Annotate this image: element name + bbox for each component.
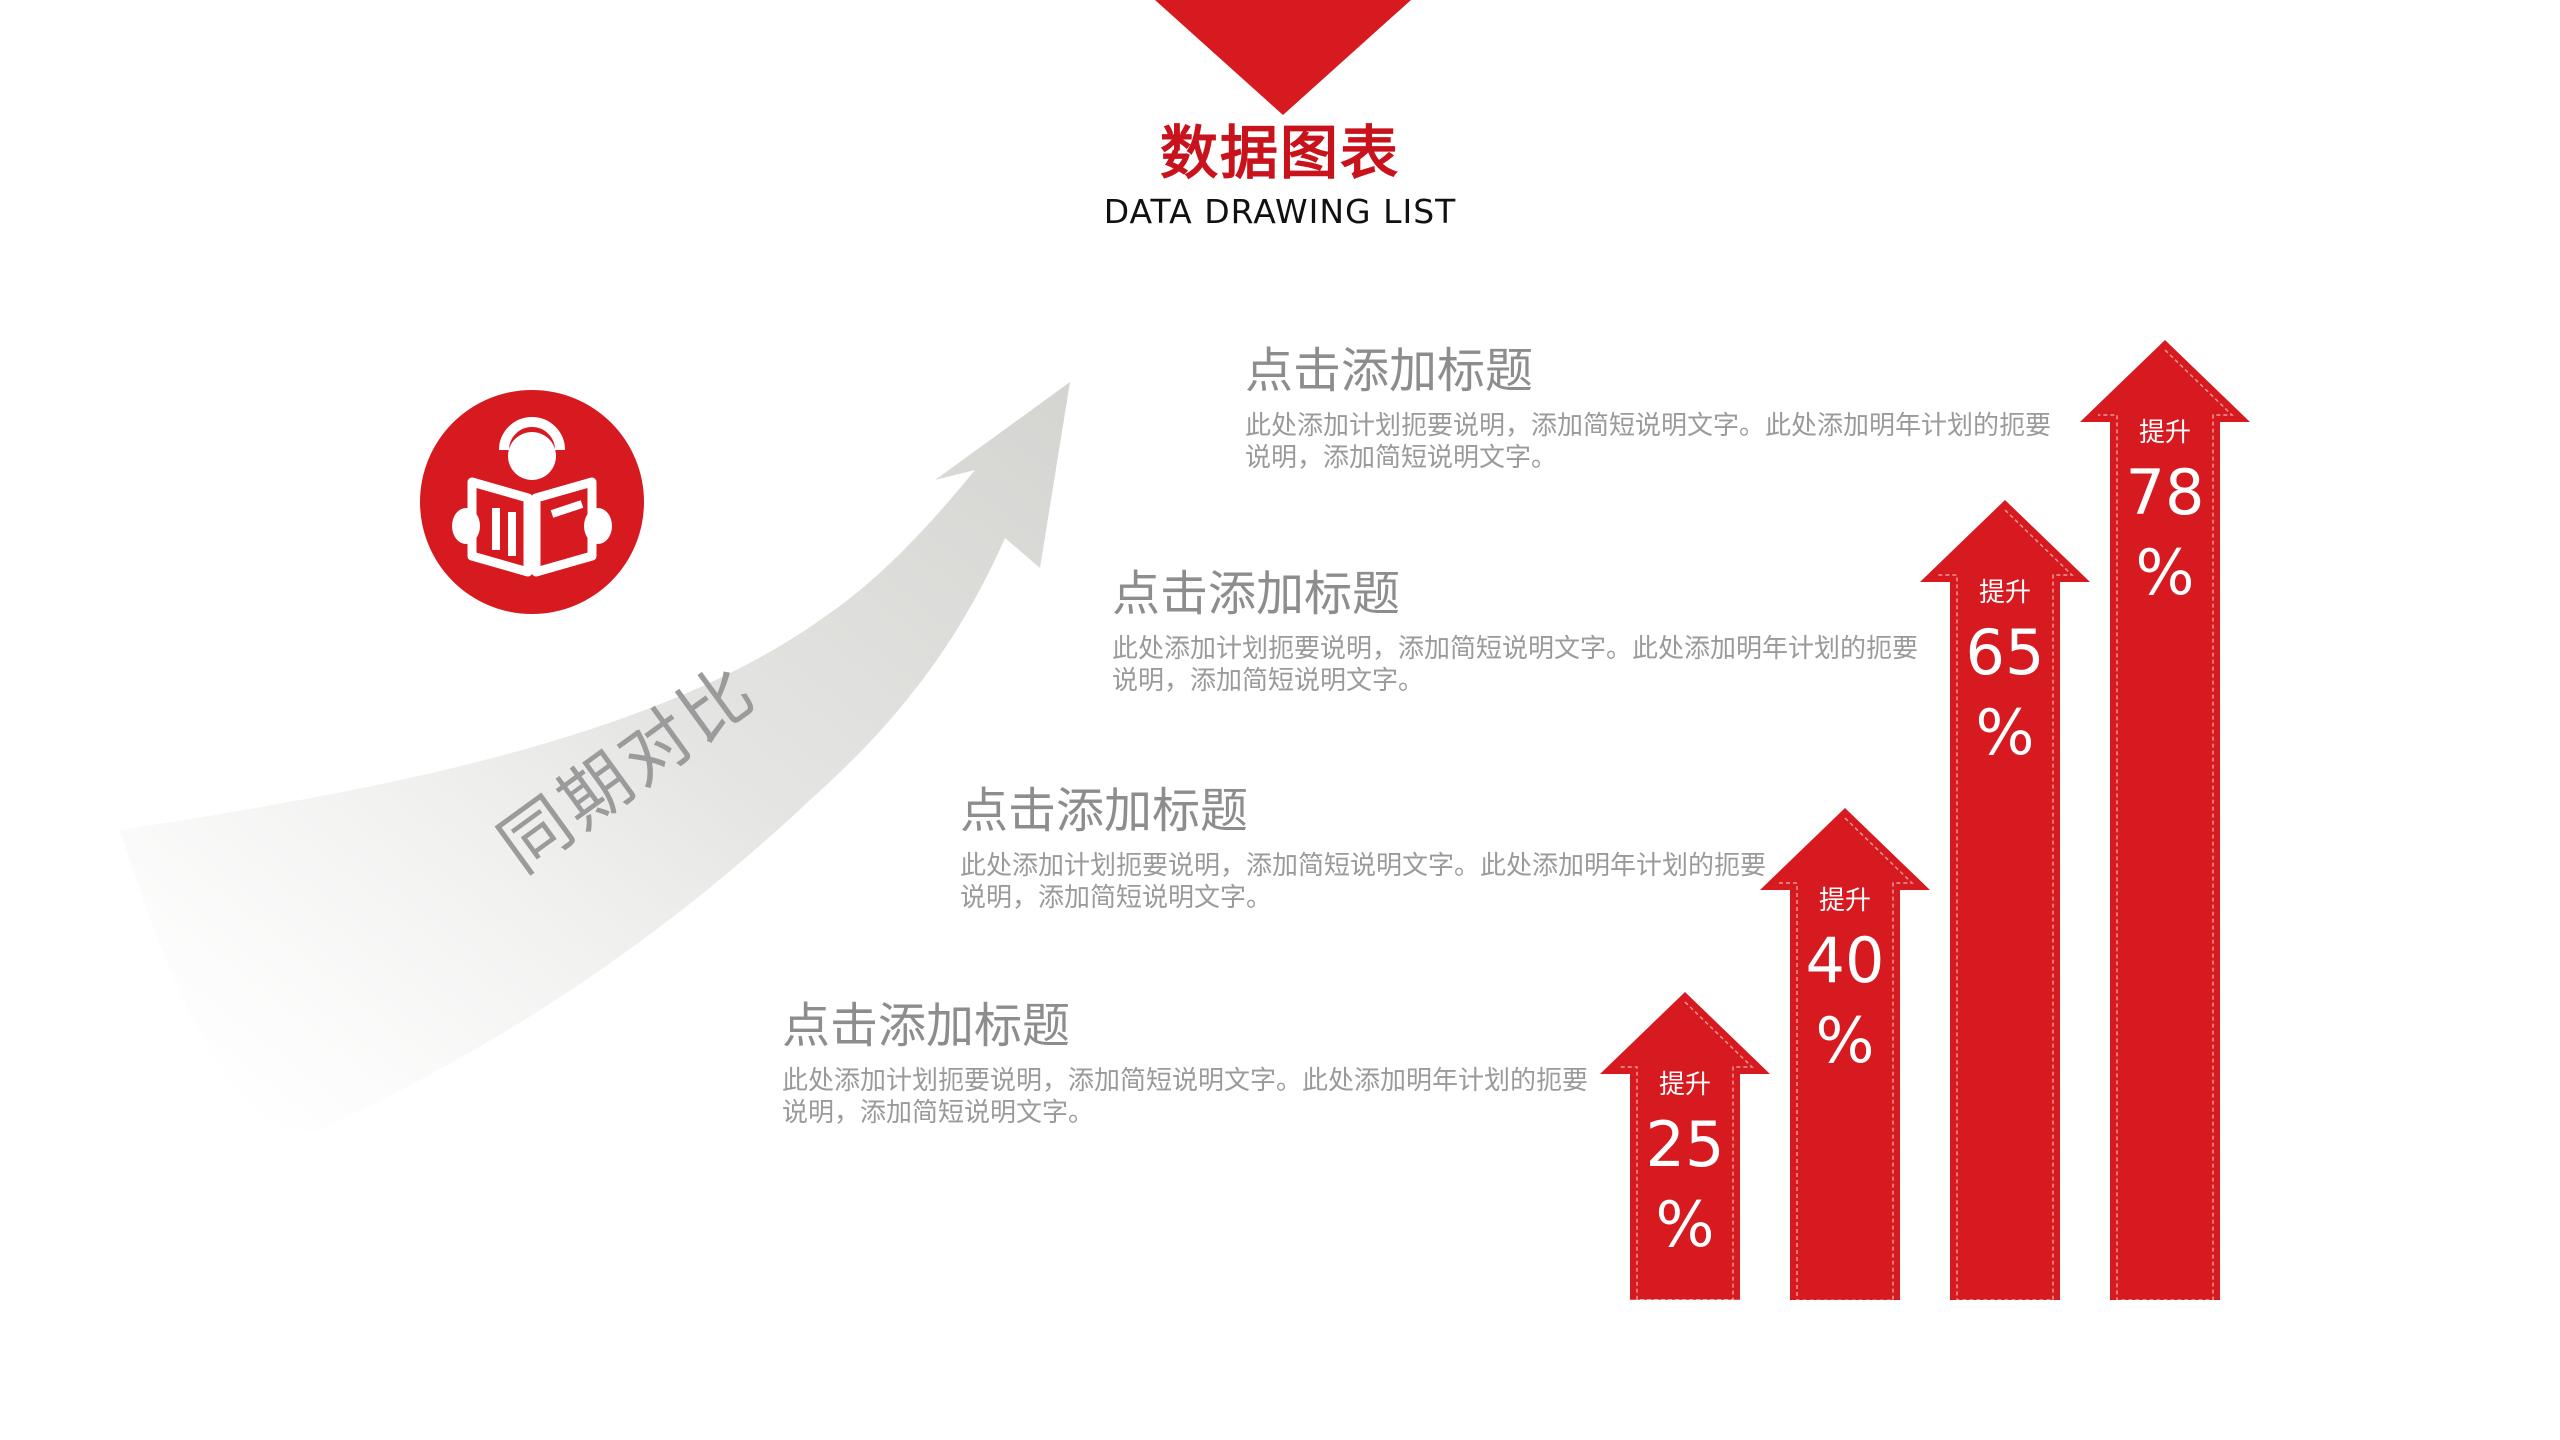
arrow-body [1760, 807, 1930, 1300]
arrow-shape [1600, 992, 1770, 1300]
arrow-value-label: 78 [2125, 456, 2205, 529]
growth-arrow-chart: 提升 25% 提升 40% 提升 65% 提升 78% [1600, 330, 2300, 1330]
arrow-tag-label: 提升 [1818, 885, 1871, 916]
text-block-1: 点击添加标题 此处添加计划扼要说明，添加简短说明文字。此处添加明年计划的扼要说明… [1245, 345, 2075, 475]
text-block-title: 点击添加标题 [1112, 566, 1401, 622]
arrow-shape [1920, 500, 2090, 1300]
growth-arrow-bar: 提升 65% [1920, 500, 2090, 1300]
arrow-unit-label: % [1815, 1003, 1875, 1077]
growth-arrow-bar: 提升 78% [2080, 340, 2250, 1300]
text-block-title: 点击添加标题 [1245, 343, 1534, 399]
arrow-body [2080, 340, 2250, 1300]
arrow-stitch [1618, 1001, 1754, 1300]
arrow-stitch [1778, 817, 1914, 1300]
reader-icon-graphic [452, 417, 612, 577]
arrow-shape [1760, 807, 1930, 1300]
growth-curve-arrow: 同期对比 [0, 0, 1180, 1440]
text-block-4: 点击添加标题 此处添加计划扼要说明，添加简短说明文字。此处添加明年计划的扼要说明… [782, 1000, 1612, 1130]
arrow-shape [2080, 340, 2250, 1300]
text-block-desc: 此处添加计划扼要说明，添加简短说明文字。此处添加明年计划的扼要说明，添加简短说明… [1112, 633, 1919, 697]
arrow-unit-label: % [1975, 696, 2035, 769]
arrow-unit-label: % [1655, 1188, 1715, 1262]
page-subtitle: DATA DRAWING LIST [1103, 192, 1457, 231]
text-block-2: 点击添加标题 此处添加计划扼要说明，添加简短说明文字。此处添加明年计划的扼要说明… [1112, 568, 1942, 698]
arrow-value-label: 65 [1965, 616, 2045, 689]
arrow-value-label: 40 [1805, 923, 1885, 997]
arrow-unit-label: % [2135, 536, 2195, 609]
text-block-title: 点击添加标题 [782, 998, 1071, 1054]
text-block-desc: 此处添加计划扼要说明，添加简短说明文字。此处添加明年计划的扼要说明，添加简短说明… [1245, 410, 2052, 474]
arrow-stitch [2098, 349, 2234, 1300]
reading-person-icon [420, 390, 644, 614]
text-block-desc: 此处添加计划扼要说明，添加简短说明文字。此处添加明年计划的扼要说明，添加简短说明… [782, 1065, 1589, 1129]
arrow-body [1600, 992, 1770, 1300]
arrow-value-label: 25 [1645, 1108, 1725, 1182]
growth-arrow-bar: 提升 25% [1600, 992, 1770, 1300]
arrow-tag-label: 提升 [2138, 418, 2191, 448]
text-block-title: 点击添加标题 [960, 783, 1249, 839]
top-triangle-decoration [1155, 0, 1411, 115]
text-block-3: 点击添加标题 此处添加计划扼要说明，添加简短说明文字。此处添加明年计划的扼要说明… [960, 785, 1790, 915]
page-title: 数据图表 [1159, 119, 1400, 187]
curve-arrow-icon [120, 382, 1070, 1131]
arrow-tag-label: 提升 [1978, 578, 2031, 608]
text-block-desc: 此处添加计划扼要说明，添加简短说明文字。此处添加明年计划的扼要说明，添加简短说明… [960, 850, 1767, 914]
arrow-stitch [1938, 509, 2074, 1300]
arrow-body [1920, 500, 2090, 1300]
growth-arrow-bar: 提升 40% [1760, 807, 1930, 1300]
arrow-tag-label: 提升 [1658, 1070, 1711, 1101]
